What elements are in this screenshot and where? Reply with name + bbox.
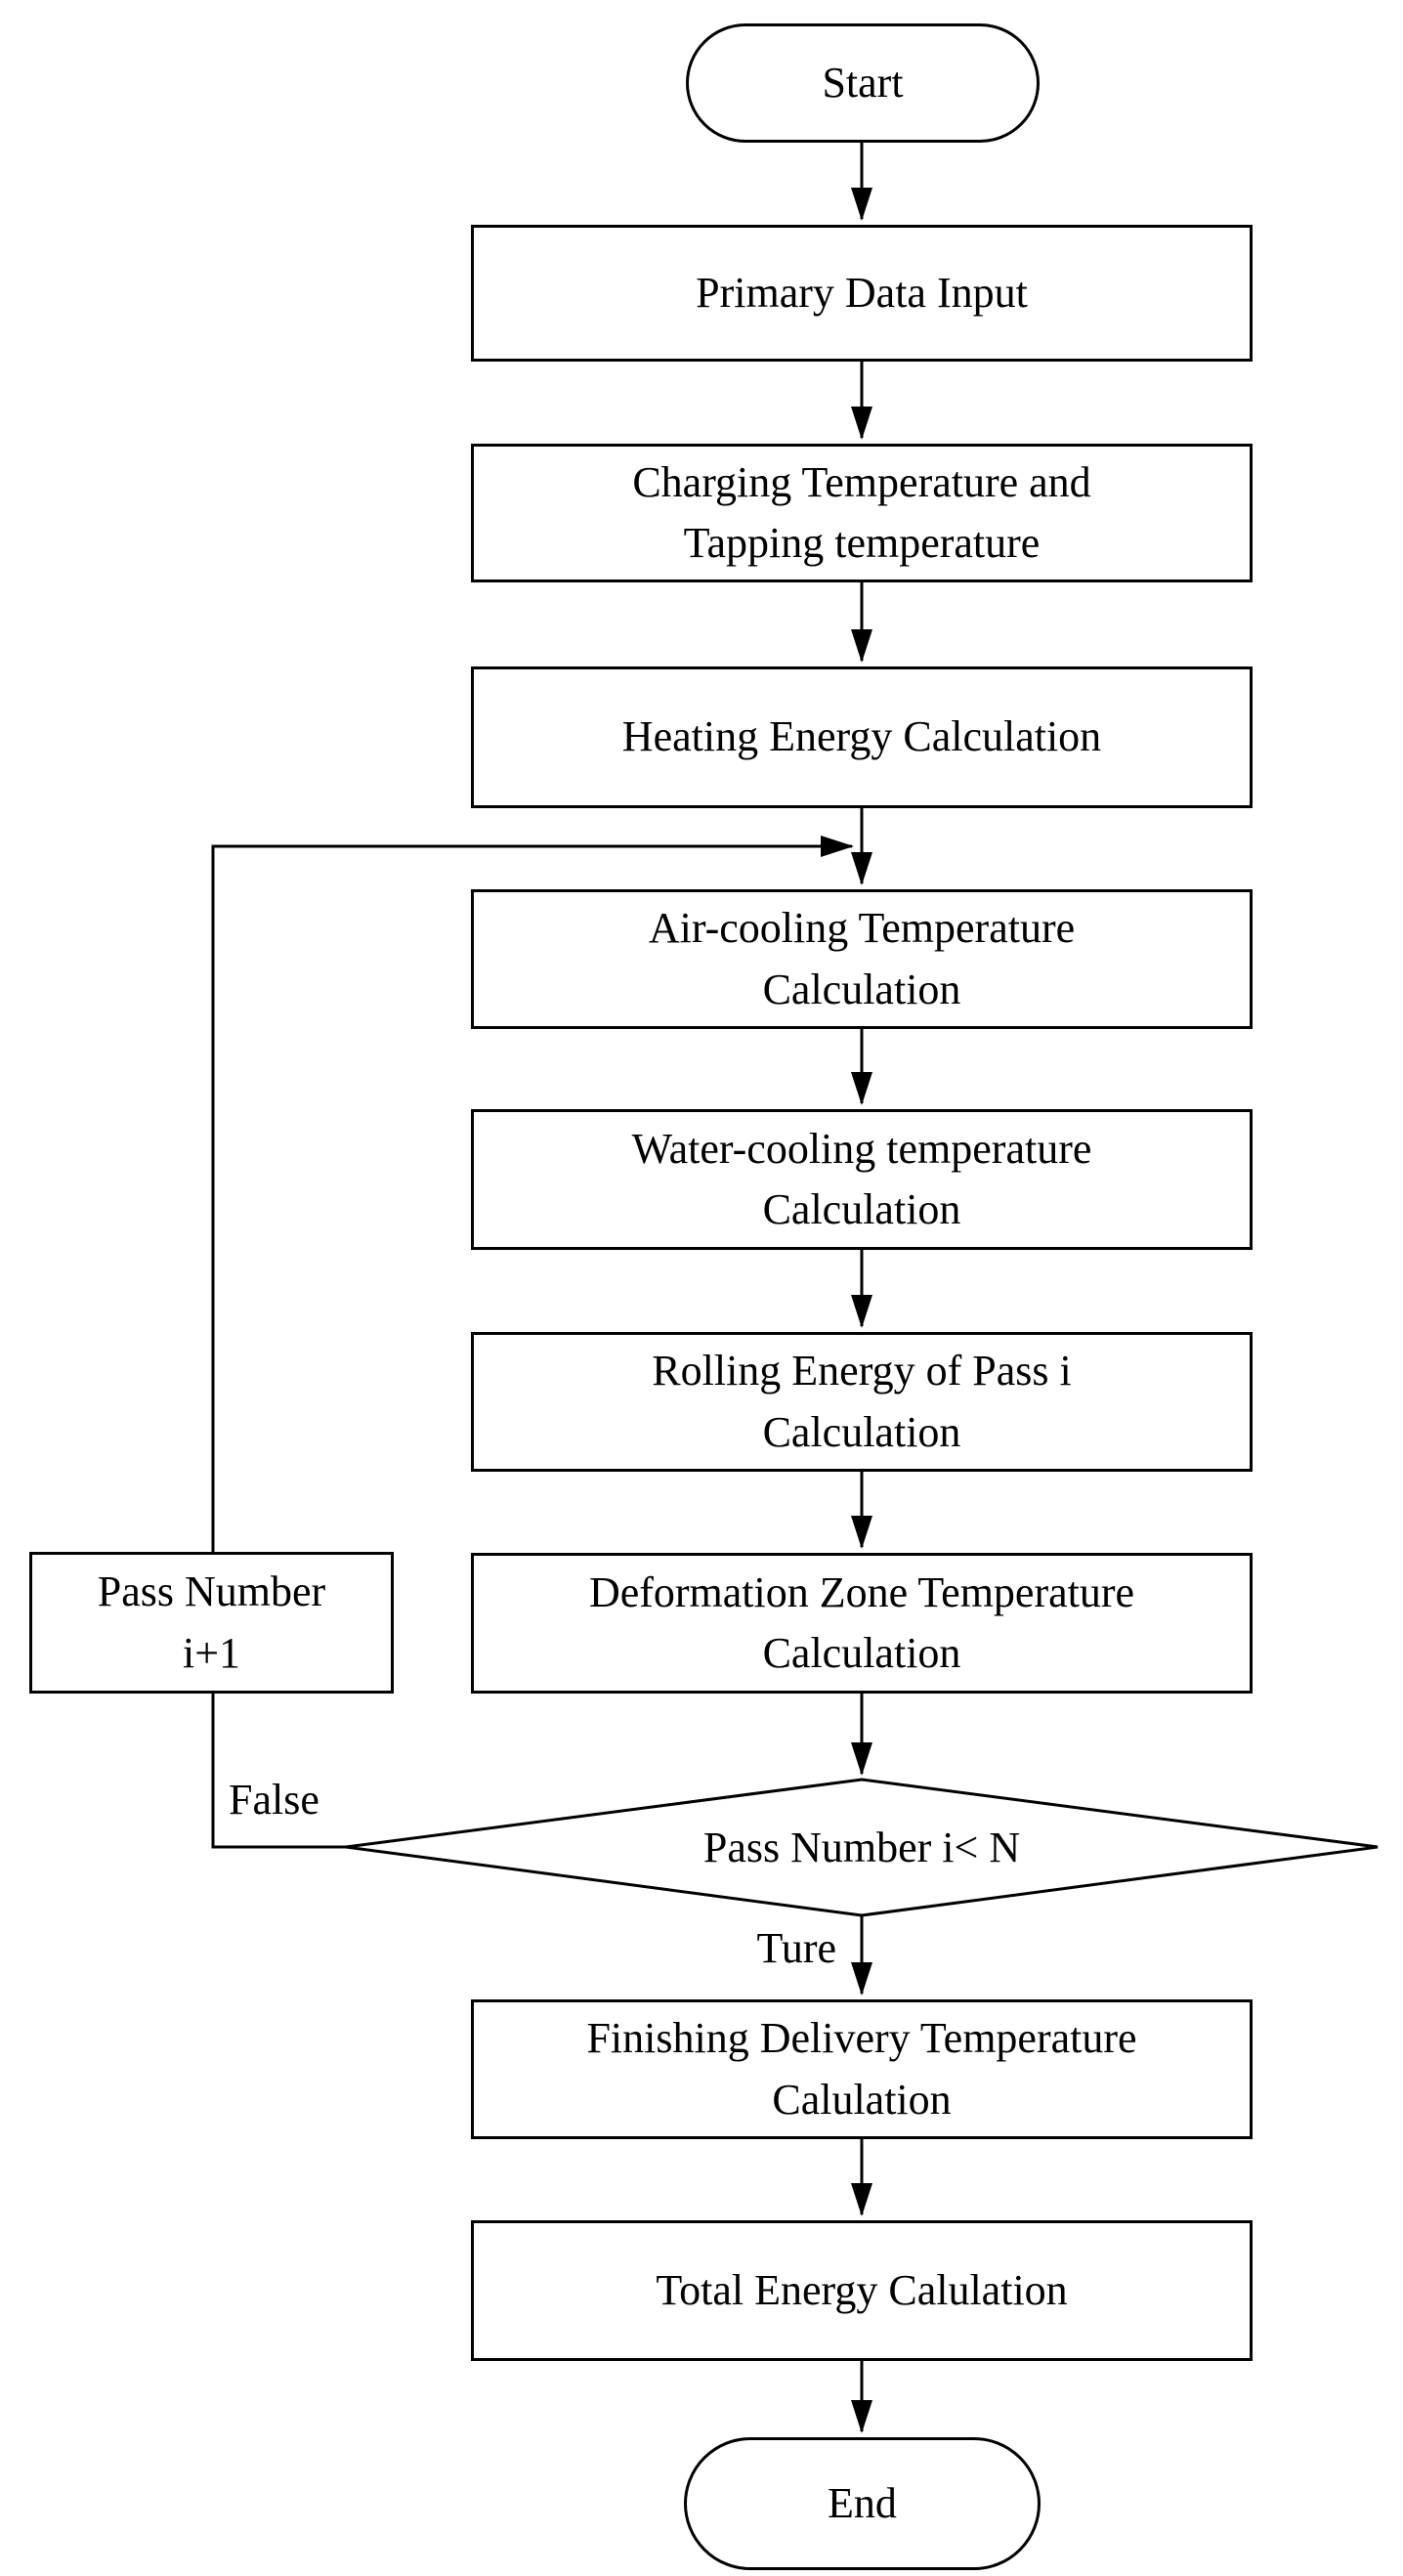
end-terminator: End [684,2437,1041,2570]
end-label: End [828,2478,897,2527]
process-heating-energy-calculation: Heating Energy Calculation [471,666,1253,808]
process-label-line1: Rolling Energy of Pass i [652,1347,1072,1395]
edge-label-false: False [229,1776,319,1824]
process-total-energy-calculation: Total Energy Calulation [471,2220,1253,2361]
process-label-line1: Water-cooling temperature [631,1124,1092,1173]
process-label-line2: Calculation [762,1185,961,1233]
process-label-line2: Calculation [762,965,961,1013]
process-label-line2: Calulation [772,2075,952,2124]
start-terminator: Start [686,23,1040,143]
process-air-cooling-temperature: Air-cooling Temperature Calculation [471,889,1253,1029]
process-label-line1: Finishing Delivery Temperature [586,2014,1137,2063]
process-finishing-delivery-temperature: Finishing Delivery Temperature Calulatio… [471,1999,1253,2139]
decision-pass-number: Pass Number i< N [471,1818,1253,1876]
process-pass-number-increment: Pass Number i+1 [29,1552,394,1694]
process-label-line2: Calculation [762,1629,961,1677]
loop-back-connector [211,836,854,1849]
process-primary-data-input: Primary Data Input [471,225,1253,362]
decision-label: Pass Number i< N [702,1823,1021,1871]
process-label: Primary Data Input [696,268,1028,317]
process-label-line1: Charging Temperature and [632,457,1091,506]
process-label: Total Energy Calulation [656,2265,1068,2314]
process-deformation-zone-temperature: Deformation Zone Temperature Calculation [471,1553,1253,1694]
process-water-cooling-temperature: Water-cooling temperature Calculation [471,1109,1253,1250]
process-label-line1: Deformation Zone Temperature [588,1567,1135,1616]
process-charging-tapping-temperature: Charging Temperature and Tapping tempera… [471,444,1253,582]
process-label-line2: Tapping temperature [683,519,1041,567]
edge-label-true: Ture [756,1924,836,1972]
process-label-line1: Air-cooling Temperature [648,904,1076,953]
process-rolling-energy-pass-i: Rolling Energy of Pass i Calculation [471,1332,1253,1472]
process-label-line1: Pass Number [97,1567,326,1616]
process-label: Heating Energy Calculation [621,712,1102,761]
process-label-line2: Calculation [762,1407,961,1456]
start-label: Start [822,58,904,107]
process-label-line2: i+1 [182,1628,241,1677]
